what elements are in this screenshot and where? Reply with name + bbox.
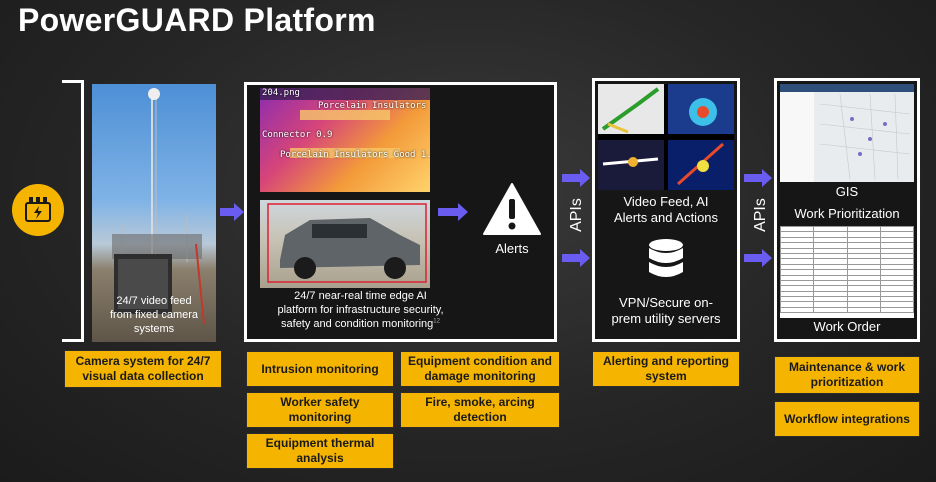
- label-text: Maintenance & work prioritization: [788, 360, 906, 389]
- video-feed-line: Alerts and Actions: [613, 210, 719, 226]
- thermal-filename: 204.png: [262, 88, 300, 98]
- work-order-label: Work Order: [813, 319, 881, 334]
- ai-caption-line: 24/7 near-real time edge AI: [294, 290, 427, 302]
- arrow-right-icon: [744, 169, 772, 187]
- label-text: Intrusion monitoring: [261, 361, 379, 376]
- fire-smoke-label: Fire, smoke, arcing detection: [400, 392, 560, 428]
- label-text: Worker safety monitoring: [280, 395, 360, 424]
- video-feed-caption: Video Feed, AI Alerts and Actions: [596, 194, 736, 227]
- label-text: Equipment thermal analysis: [265, 436, 375, 465]
- bracket-divider: [62, 80, 84, 342]
- thermal-feed-grid: [598, 84, 734, 190]
- vpn-caption: VPN/Secure on- prem utility servers: [596, 295, 736, 328]
- thermal-analysis-label: Equipment thermal analysis: [246, 433, 394, 469]
- arrow-right-icon: [438, 203, 468, 221]
- detection-label: Porcelain Insulators Good 1.0: [280, 150, 430, 160]
- ai-platform-caption: 24/7 near-real time edge AI platform for…: [248, 290, 473, 331]
- arrow-right-icon: [220, 203, 244, 221]
- alerts-label: Alerts: [495, 241, 529, 256]
- alert-warning-icon: [482, 182, 542, 241]
- thermal-image: 204.png Porcelain Insulators Good Connec…: [260, 88, 430, 192]
- intrusion-monitoring-label: Intrusion monitoring: [246, 351, 394, 387]
- camera-caption-line: from fixed camera: [109, 308, 199, 321]
- database-icon: [647, 238, 685, 289]
- transformer-icon: [12, 184, 64, 236]
- equipment-condition-label: Equipment condition and damage monitorin…: [400, 351, 560, 387]
- label-text: Fire, smoke, arcing detection: [425, 395, 535, 424]
- arrow-right-icon: [744, 249, 772, 267]
- camera-caption-line: 24/7 video feed: [116, 295, 192, 307]
- ai-caption-line: safety and condition monitoring12: [248, 318, 473, 332]
- video-feed-line: Video Feed, AI: [623, 194, 709, 209]
- gis-map-screenshot: [780, 84, 914, 182]
- vpn-line: prem utility servers: [611, 311, 721, 327]
- camera-tower-photo: [92, 84, 216, 342]
- camera-system-label-text: Camera system for 24/7 visual data colle…: [75, 354, 211, 383]
- vpn-line: VPN/Secure on-: [619, 295, 713, 310]
- work-order-rows: [780, 226, 914, 314]
- camera-caption-line: systems: [133, 322, 175, 335]
- vehicle-detection-image: [260, 200, 430, 288]
- label-text: Equipment condition and damage monitorin…: [408, 354, 552, 383]
- worker-safety-label: Worker safety monitoring: [246, 392, 394, 428]
- ai-caption-line-text: safety and condition monitoring: [281, 317, 434, 330]
- alerting-reporting-label: Alerting and reporting system: [592, 351, 740, 387]
- arrow-right-icon: [562, 169, 590, 187]
- work-prioritization-label: Work Prioritization: [794, 206, 900, 221]
- apis-label: APIs: [568, 198, 585, 232]
- footnote-marker: 12: [433, 317, 440, 324]
- maintenance-prioritization-label: Maintenance & work prioritization: [774, 356, 920, 394]
- work-order-table: [780, 226, 914, 318]
- camera-system-label: Camera system for 24/7 visual data colle…: [64, 350, 222, 388]
- label-text: Alerting and reporting system: [603, 354, 729, 383]
- page-title: PowerGUARD Platform: [18, 2, 376, 38]
- camera-caption: 24/7 video feed from fixed camera system…: [92, 295, 216, 336]
- label-text: Workflow integrations: [784, 411, 910, 426]
- detection-label: Connector 0.9: [262, 130, 333, 140]
- arrow-right-icon: [562, 249, 590, 267]
- apis-label: APIs: [752, 198, 769, 232]
- ai-caption-line: platform for infrastructure security,: [277, 303, 444, 316]
- detection-label: Porcelain Insulators Good: [318, 101, 430, 111]
- gis-label: GIS: [835, 184, 859, 199]
- workflow-integrations-label: Workflow integrations: [774, 401, 920, 437]
